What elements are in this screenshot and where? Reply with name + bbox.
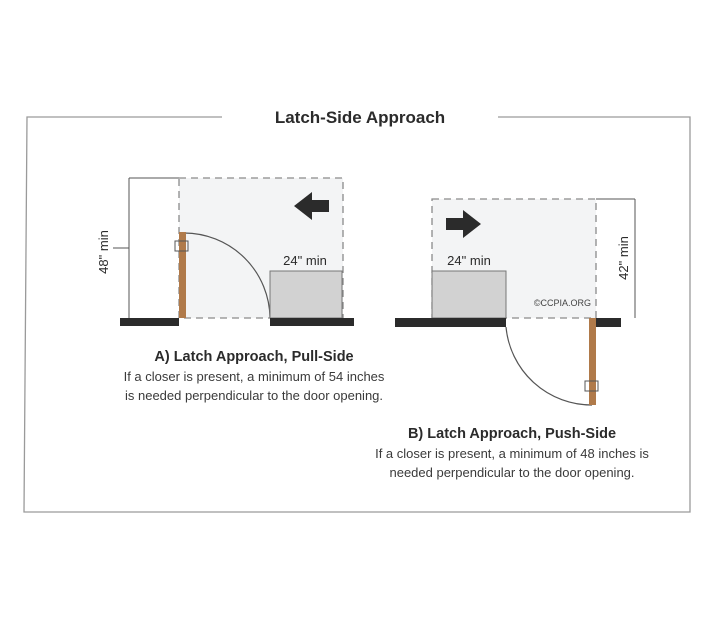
caption-b-line-2: needed perpendicular to the door opening…	[389, 465, 634, 480]
door-hinge-b	[584, 380, 599, 392]
height-dimension-a	[113, 177, 179, 318]
caption-a: A) Latch Approach, Pull-Side If a closer…	[124, 349, 385, 403]
caption-b: B) Latch Approach, Push-Side If a closer…	[375, 426, 649, 480]
width-dimension-label-a: 24" min	[283, 253, 327, 268]
caption-a-title: A) Latch Approach, Pull-Side	[154, 349, 353, 365]
width-dimension-label-b: 24" min	[447, 253, 491, 268]
obstruction-a	[269, 270, 343, 319]
caption-b-title: B) Latch Approach, Push-Side	[408, 426, 616, 442]
credit-text: ©CCPIA.ORG	[534, 298, 591, 308]
obstruction-b	[431, 270, 507, 319]
arrow-right-icon	[446, 210, 481, 238]
caption-a-line-1: If a closer is present, a minimum of 54 …	[124, 369, 385, 384]
door-swing-arc-a	[183, 232, 271, 319]
wall-right-b	[590, 318, 621, 327]
outer-frame	[23, 116, 691, 513]
wall-left-b	[395, 318, 506, 327]
door-a	[179, 232, 186, 318]
height-dimension-label-b: 42" min	[616, 236, 631, 280]
arrow-left-icon	[294, 192, 329, 220]
height-dimension-label-a: 48" min	[96, 230, 111, 274]
caption-a-line-2: is needed perpendicular to the door open…	[125, 388, 383, 403]
height-dimension-b	[596, 198, 636, 318]
door-b	[589, 318, 596, 405]
door-hinge-a	[174, 240, 189, 252]
page-title: Latch-Side Approach	[275, 108, 445, 127]
caption-b-line-1: If a closer is present, a minimum of 48 …	[375, 446, 649, 461]
wall-left-a	[120, 318, 179, 326]
diagram-a: 48" min 24" min	[96, 177, 354, 326]
diagram-b: 42" min 24" min ©CCPIA.ORG	[395, 198, 636, 406]
door-swing-arc-b	[505, 326, 593, 406]
wall-right-a	[270, 318, 354, 326]
